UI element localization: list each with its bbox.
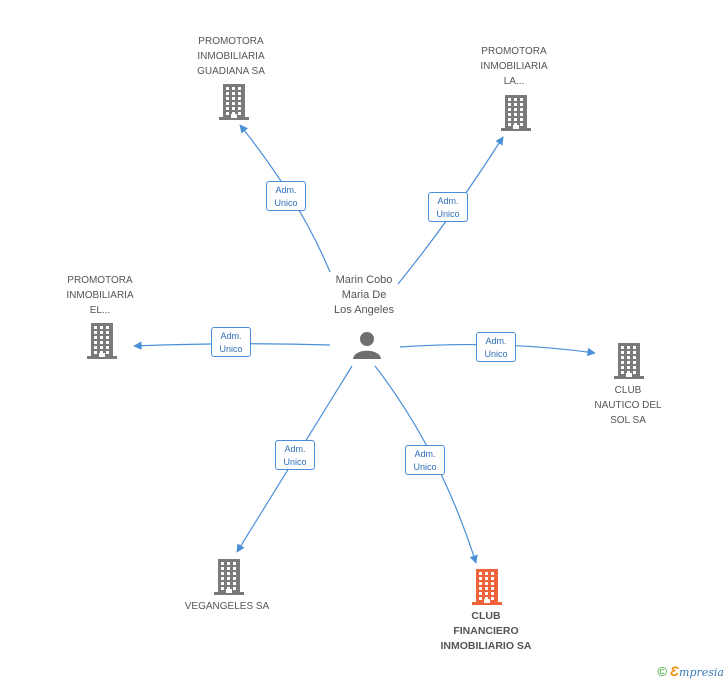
relation-badge-nautico[interactable]: Adm. Unico <box>476 332 516 362</box>
company-label: PROMOTORA INMOBILIARIA EL... <box>66 275 134 316</box>
company-label: CLUB FINANCIERO INMOBILIARIO SA <box>440 610 532 652</box>
building-icon <box>614 343 644 379</box>
relation-badge-financiero[interactable]: Adm. Unico <box>405 445 445 475</box>
company-label: PROMOTORA INMOBILIARIA LA... <box>480 46 548 87</box>
person-icon[interactable] <box>352 330 382 360</box>
brand-logo-text: mpresia <box>679 666 724 679</box>
relation-badge-guadiana[interactable]: Adm. Unico <box>266 181 306 211</box>
building-icon <box>219 84 249 120</box>
building-icon <box>214 559 244 595</box>
building-icon-highlight <box>472 569 502 605</box>
company-label: CLUB NAUTICO DEL SOL SA <box>594 385 662 426</box>
copyright-symbol: © <box>657 664 667 679</box>
relation-badge-vegangeles[interactable]: Adm. Unico <box>275 440 315 470</box>
company-label: PROMOTORA INMOBILIARIA GUADIANA SA <box>197 36 265 77</box>
company-label: VEGANGELES SA <box>184 601 270 612</box>
center-person-label[interactable]: Marin Cobo Maria De Los Angeles <box>334 274 394 316</box>
relation-badge-la[interactable]: Adm. Unico <box>428 192 468 222</box>
building-icon <box>87 323 117 359</box>
brand-footer[interactable]: © Ɛmpresia <box>657 663 724 679</box>
brand-logo-e: Ɛ <box>670 663 680 679</box>
building-icon <box>501 95 531 131</box>
relation-badge-el[interactable]: Adm. Unico <box>211 327 251 357</box>
